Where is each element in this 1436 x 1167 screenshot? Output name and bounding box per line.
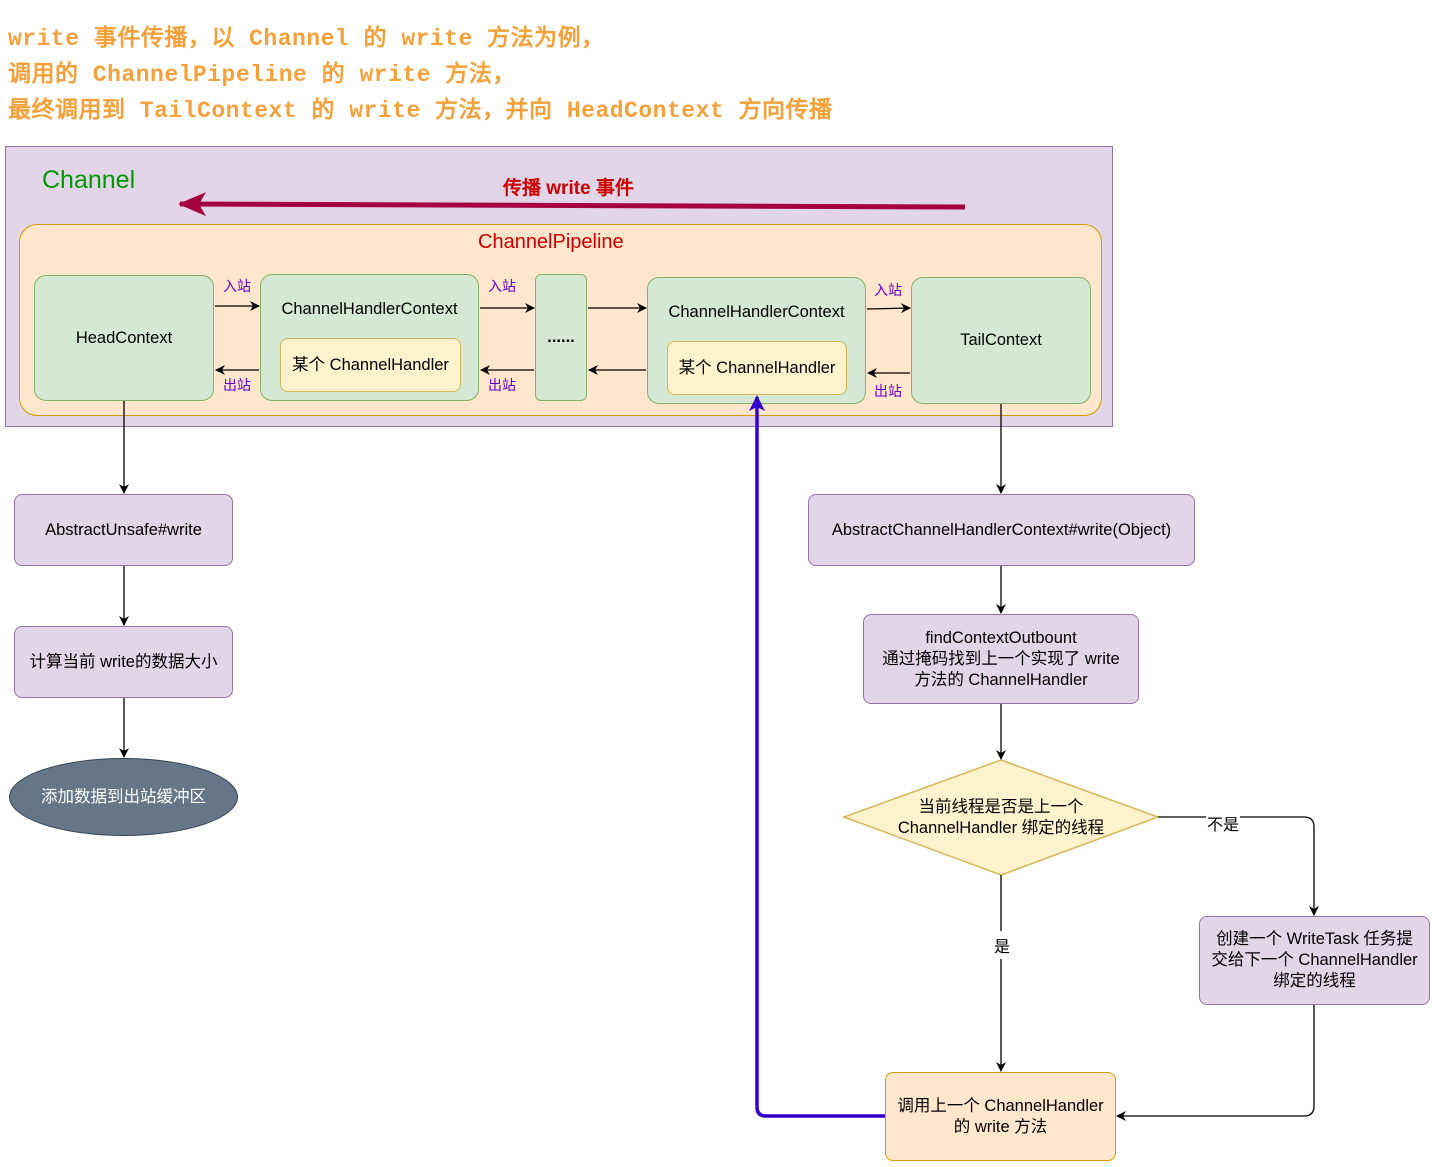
arrow-ctx2-to-tail: [866, 303, 911, 314]
abstract-unsafe-write[interactable]: AbstractUnsafe#write: [14, 494, 233, 566]
callback-arrow: [749, 395, 885, 1118]
outbound-label-2: 出站: [488, 377, 516, 393]
task-line2: 交给下一个 ChannelHandler: [1211, 951, 1418, 969]
right-step2-line2: 通过掩码找到上一个实现了 write: [882, 649, 1120, 668]
arrow-task-to-invoke: [1116, 1005, 1315, 1121]
head-context-label: HeadContext: [75, 328, 173, 347]
outbound-label-1: 出站: [223, 377, 251, 393]
decision-text: 当前线程是否是上一个 ChannelHandler 绑定的线程: [870, 790, 1132, 846]
handler2-label: 某个 ChannelHandler: [678, 358, 836, 377]
ctx1-label: ChannelHandlerContext: [281, 300, 458, 318]
inbound-label-3: 入站: [874, 282, 902, 298]
left-step3-label: 添加数据到出站缓冲区: [41, 787, 206, 806]
head-context[interactable]: HeadContext: [34, 275, 214, 401]
decision-line1: 当前线程是否是上一个: [918, 798, 1084, 816]
right-step2-line1: findContextOutbount: [925, 628, 1077, 647]
create-write-task[interactable]: 创建一个 WriteTask 任务提 交给下一个 ChannelHandler …: [1199, 916, 1430, 1005]
outbound-label-3: 出站: [874, 383, 902, 399]
invoke-line1: 调用上一个 ChannelHandler: [897, 1096, 1104, 1115]
arrow-decision-no: [1158, 816, 1319, 916]
channel-label: Channel: [42, 166, 136, 194]
task-line1: 创建一个 WriteTask 任务提: [1216, 930, 1413, 948]
add-to-outbound-buffer[interactable]: 添加数据到出站缓冲区: [9, 758, 238, 836]
left-step2-label: 计算当前 write的数据大小: [29, 652, 218, 671]
channel-handler-1[interactable]: 某个 ChannelHandler: [280, 338, 461, 392]
inbound-label-1: 入站: [223, 278, 251, 294]
propagate-arrow: [178, 192, 966, 217]
invoke-previous-handler-write[interactable]: 调用上一个 ChannelHandler 的 write 方法: [885, 1072, 1116, 1161]
left-step1-label: AbstractUnsafe#write: [45, 520, 202, 539]
handler1-label: 某个 ChannelHandler: [292, 355, 449, 374]
propagate-label: 传播 write 事件: [503, 178, 634, 199]
calc-write-size[interactable]: 计算当前 write的数据大小: [14, 626, 233, 698]
right-step2-line3: 方法的 ChannelHandler: [914, 670, 1088, 689]
title-line-2: 调用的 ChannelPipeline 的 write 方法，: [8, 62, 516, 88]
ellipsis-context[interactable]: ......: [535, 274, 587, 401]
yes-label: 是: [994, 931, 1011, 959]
tail-context[interactable]: TailContext: [911, 277, 1091, 404]
ellipsis-label: ......: [547, 328, 575, 346]
channel-handler-2[interactable]: 某个 ChannelHandler: [667, 341, 847, 395]
title-line-1: write 事件传播，以 Channel 的 write 方法为例，: [8, 26, 605, 52]
invoke-line2: 的 write 方法: [953, 1117, 1048, 1136]
inbound-label-2: 入站: [488, 278, 516, 294]
task-line3: 绑定的线程: [1273, 972, 1356, 990]
find-context-outbound[interactable]: findContextOutbount 通过掩码找到上一个实现了 write 方…: [863, 614, 1139, 704]
pipeline-label: ChannelPipeline: [478, 231, 624, 253]
no-label: 不是: [1206, 811, 1241, 835]
ctx2-label: ChannelHandlerContext: [668, 303, 845, 321]
right-step1-label: AbstractChannelHandlerContext#write(Obje…: [831, 520, 1172, 539]
tail-context-label: TailContext: [960, 331, 1042, 349]
abstract-channel-handler-context-write[interactable]: AbstractChannelHandlerContext#write(Obje…: [808, 494, 1195, 566]
title-line-3: 最终调用到 TailContext 的 write 方法，并向 HeadCont…: [8, 98, 833, 124]
decision-line2: ChannelHandler 绑定的线程: [897, 819, 1105, 837]
